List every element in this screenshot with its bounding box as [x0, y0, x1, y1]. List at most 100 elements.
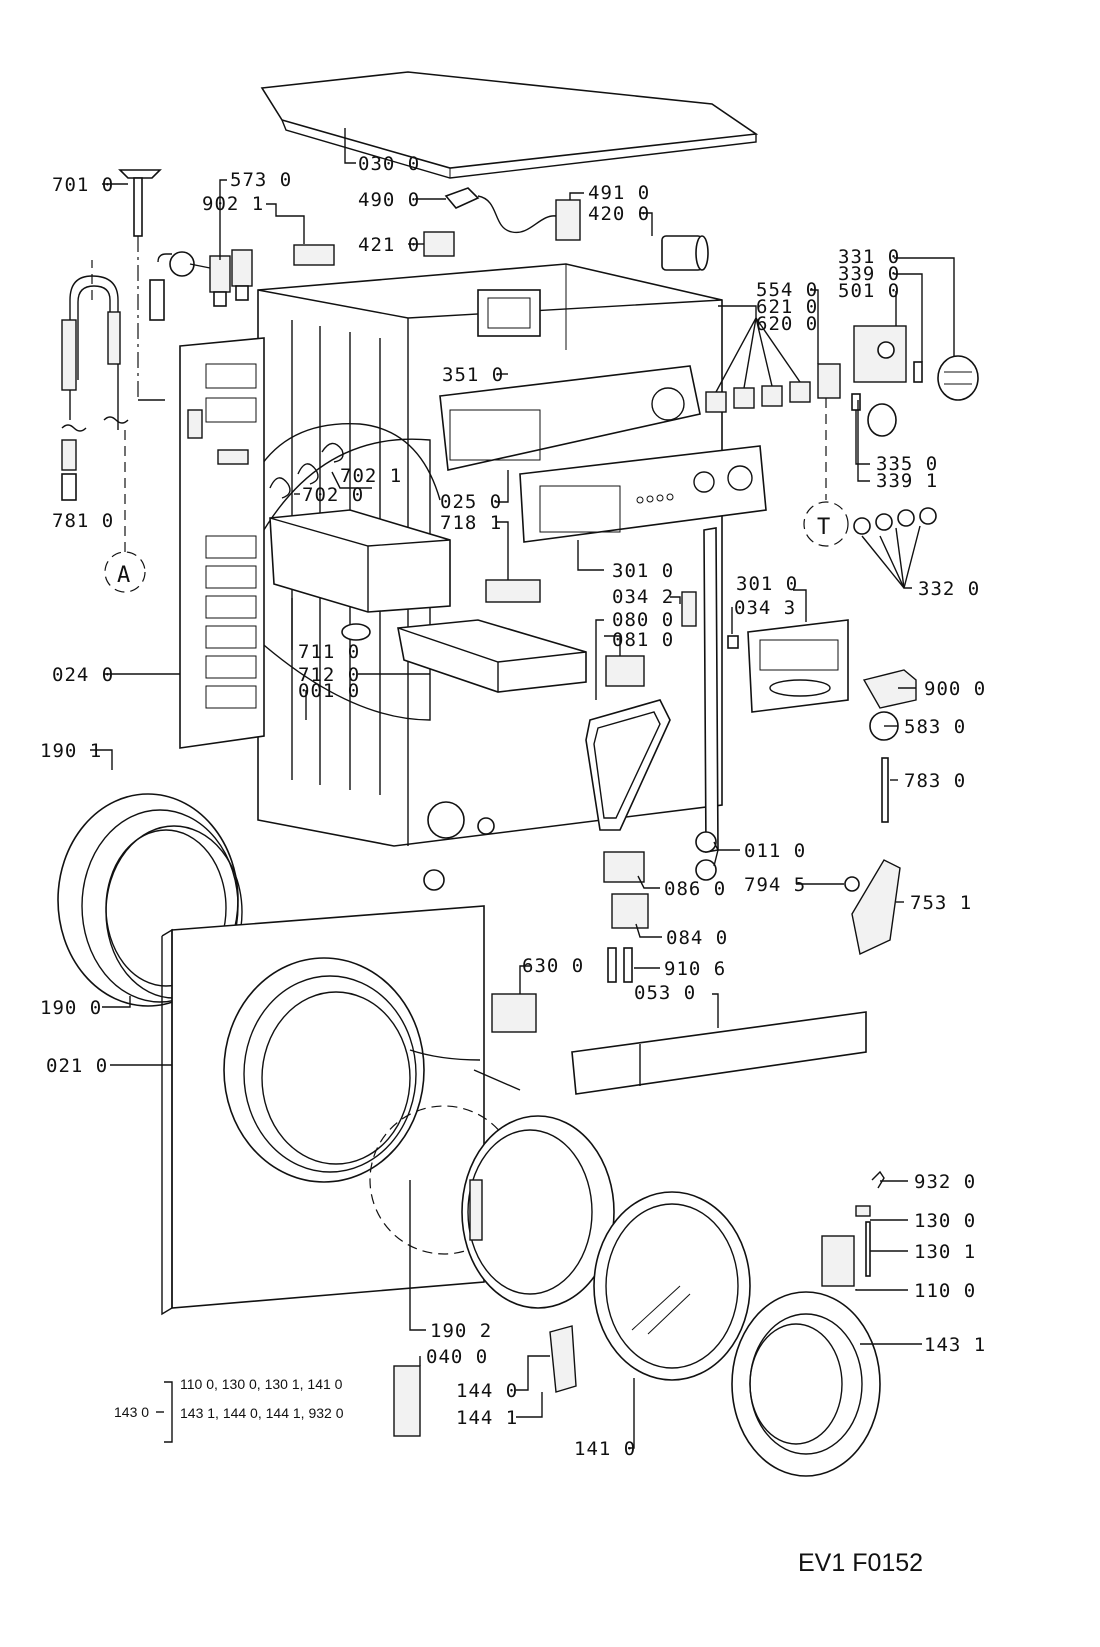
- switches: [705, 363, 841, 413]
- label-621-0: 621 0: [756, 296, 818, 318]
- label-190-1: 190 1: [40, 740, 102, 762]
- power-cord: [444, 187, 557, 234]
- label-190-0: 190 0: [40, 997, 102, 1019]
- label-331-0: 331 0: [838, 246, 900, 268]
- label-781-0: 781 0: [52, 510, 114, 532]
- clip-034-3: [727, 635, 739, 649]
- label-081-0: 081 0: [612, 629, 674, 651]
- label-130-0: 130 0: [914, 1210, 976, 1232]
- drawing-code: EV1 F0152: [798, 1549, 923, 1577]
- marker-t: T: [817, 515, 831, 540]
- label-011-0: 011 0: [744, 840, 806, 862]
- label-420-0: 420 0: [588, 203, 650, 225]
- marker-t-circle: [803, 501, 849, 547]
- label-702-1: 702 1: [340, 465, 402, 487]
- back-panel: [179, 337, 265, 749]
- label-080-0: 080 0: [612, 609, 674, 631]
- label-144-0: 144 0: [456, 1380, 518, 1402]
- bracket-900: [862, 669, 917, 709]
- label-794-5: 794 5: [744, 874, 806, 896]
- label-084-0: 084 0: [666, 927, 728, 949]
- hinge-144: [549, 1325, 577, 1393]
- kit-note-line2: 143 1, 144 0, 144 1, 932 0: [180, 1405, 344, 1421]
- ring-794: [844, 876, 860, 892]
- label-143-1: 143 1: [924, 1334, 986, 1356]
- handle-parts: [821, 1170, 885, 1287]
- kit-note-line1: 110 0, 130 0, 130 1, 141 0: [180, 1376, 343, 1392]
- label-086-0: 086 0: [664, 878, 726, 900]
- label-783-0: 783 0: [904, 770, 966, 792]
- label-034-3: 034 3: [734, 597, 796, 619]
- door-lock: [491, 993, 537, 1033]
- label-554-0: 554 0: [756, 279, 818, 301]
- side-strip: [703, 527, 719, 853]
- kit-note: 143 0 110 0, 130 0, 130 1, 141 0 143 1, …: [114, 1376, 344, 1421]
- label-491-0: 491 0: [588, 182, 650, 204]
- terminal-block: [293, 244, 335, 266]
- kick-panel: [571, 1011, 867, 1095]
- label-501-0: 501 0: [838, 280, 900, 302]
- door-glass: [593, 1191, 751, 1381]
- label-301-0-a: 301 0: [612, 560, 674, 582]
- control-panel: [519, 445, 767, 543]
- label-753-1: 753 1: [910, 892, 972, 914]
- hinge-040: [393, 1365, 421, 1437]
- detergent-drawer: [397, 619, 587, 693]
- label-053-0: 053 0: [634, 982, 696, 1004]
- door-ring: [369, 1069, 615, 1309]
- inlet-hose: [61, 169, 165, 593]
- front-panel: [161, 905, 485, 1316]
- label-718-1: 718 1: [440, 512, 502, 534]
- label-421-0: 421 0: [358, 234, 420, 256]
- label-040-0: 040 0: [426, 1346, 488, 1368]
- label-021-0: 021 0: [46, 1055, 108, 1077]
- label-573-0: 573 0: [230, 169, 292, 191]
- control-panel-support: [439, 365, 701, 471]
- drain-hose-080: [585, 699, 671, 831]
- door-frame: [731, 1291, 881, 1477]
- label-335-0: 335 0: [876, 453, 938, 475]
- part-labels: 030 0 701 0 573 0 902 1 490 0 491 0 420 …: [40, 153, 986, 1460]
- label-902-1: 902 1: [202, 193, 264, 215]
- label-712-0: 712 0: [298, 664, 360, 686]
- label-711-0: 711 0: [298, 641, 360, 663]
- clip-034-2: [681, 591, 697, 627]
- label-141-0: 141 0: [574, 1438, 636, 1460]
- label-025-0: 025 0: [440, 491, 502, 513]
- label-190-2: 190 2: [430, 1320, 492, 1342]
- label-339-0: 339 0: [838, 263, 900, 285]
- detergent-housing: [269, 509, 451, 641]
- connector: [423, 231, 455, 257]
- inlet-valves: [149, 249, 253, 321]
- label-900-0: 900 0: [924, 678, 986, 700]
- leader-lines: [90, 128, 955, 1449]
- label-620-0: 620 0: [756, 313, 818, 335]
- marker-a: A: [117, 563, 131, 588]
- label-024-0: 024 0: [52, 664, 114, 686]
- label-001-0: 001 0: [298, 680, 360, 702]
- timer: [851, 325, 979, 437]
- capacitor: [661, 235, 709, 271]
- label-301-0-b: 301 0: [736, 573, 798, 595]
- top-lid: [260, 71, 759, 179]
- label-332-0: 332 0: [918, 578, 980, 600]
- mains-filter: [555, 199, 581, 241]
- label-630-0: 630 0: [522, 955, 584, 977]
- detail-callout: [257, 423, 441, 501]
- label-490-0: 490 0: [358, 189, 420, 211]
- label-351-0: 351 0: [442, 364, 504, 386]
- label-144-1: 144 1: [456, 1407, 518, 1429]
- buttons-332: [853, 507, 937, 535]
- label-932-0: 932 0: [914, 1171, 976, 1193]
- clips-702: [269, 442, 344, 499]
- heater-753: [851, 859, 901, 956]
- label-701-0: 701 0: [52, 174, 114, 196]
- label-030-0: 030 0: [358, 153, 420, 175]
- label-583-0: 583 0: [904, 716, 966, 738]
- bracket-718: [485, 579, 541, 603]
- label-130-1: 130 1: [914, 1241, 976, 1263]
- small-parts: [423, 831, 717, 983]
- pin-783: [881, 757, 889, 823]
- label-910-6: 910 6: [664, 958, 726, 980]
